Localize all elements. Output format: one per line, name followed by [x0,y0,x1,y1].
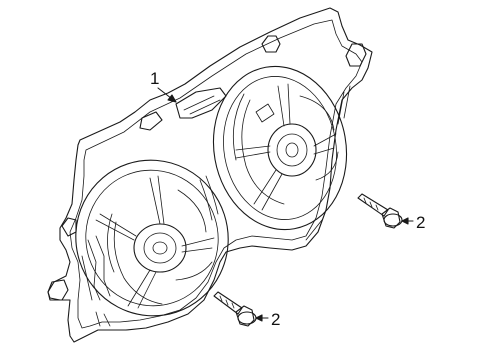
left-lower-mount-tab [47,279,69,301]
left-fan [75,159,229,327]
callout-label-bolt-lower: 2 [271,310,280,329]
callout-arrow-bolt-lower [255,314,263,322]
left-fan-ring-outer [75,159,229,317]
bolt-lower [213,291,257,327]
center-divider [205,175,219,215]
right-fan-blade [241,99,285,205]
right-fan [212,65,348,231]
top-mount-tab [261,35,281,53]
fan-shroud-assembly [47,7,373,343]
bolt-upper-head [381,207,401,229]
callout-label-bolt-upper: 2 [416,213,425,232]
connector-clip [139,111,163,131]
shroud-inner-rim [69,19,363,329]
top-right-mount-tab [345,43,367,67]
bolt-lower-head [235,305,255,327]
left-fan-blade [113,221,163,305]
callout-arrow-fan-assembly [167,94,177,103]
bolt-upper-flange [383,213,403,227]
callout-label-fan-assembly: 1 [150,69,159,88]
left-fan-hub [133,223,187,273]
left-fan-ring-inner [85,169,219,307]
callout-arrow-bolt-upper [401,217,409,225]
right-fan-strut [277,85,285,127]
motor-connector [175,87,227,119]
right-fan-hub [267,123,317,177]
right-fan-ring-inner [223,76,337,220]
bolt-upper [357,193,403,229]
right-fan-ring-outer [212,65,348,231]
